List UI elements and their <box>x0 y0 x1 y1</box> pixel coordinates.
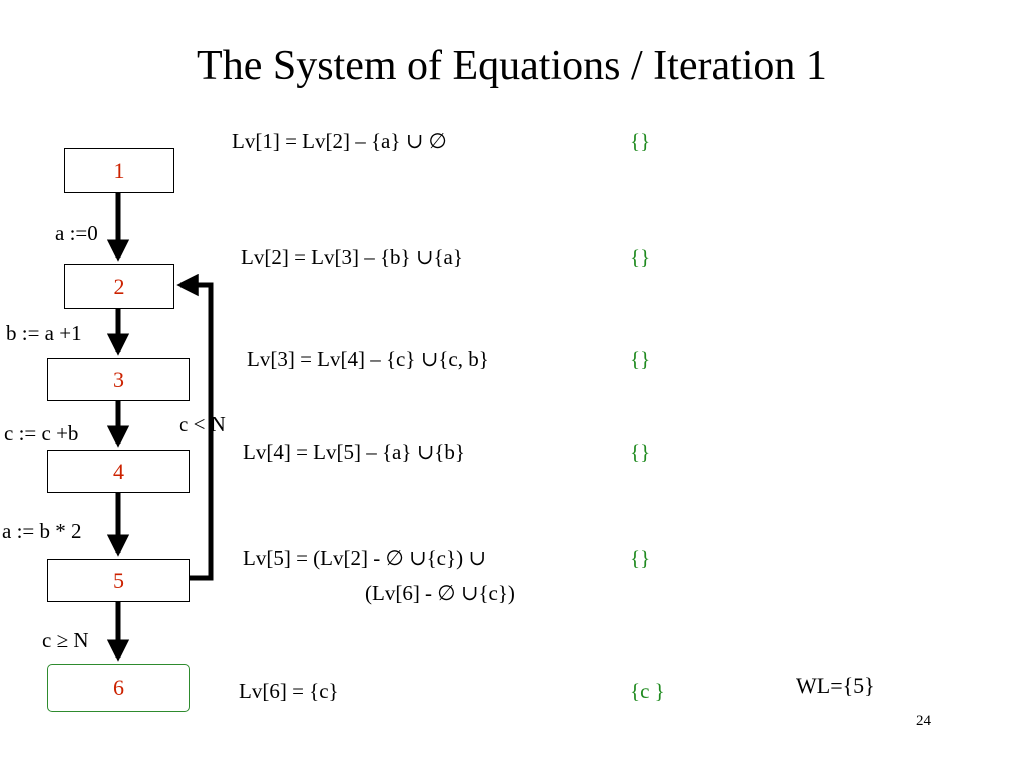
edge-back-5-2 <box>176 273 214 581</box>
flow-node-2-label: 2 <box>113 274 125 299</box>
flow-node-3-label: 3 <box>113 367 124 392</box>
edge-label-back: c < N <box>179 412 226 436</box>
equation-2-value: {} <box>630 245 651 269</box>
flow-node-5: 5 <box>47 559 190 602</box>
flow-node-1: 1 <box>64 148 174 193</box>
flow-node-6-label: 6 <box>113 675 124 700</box>
equation-4: Lv[4] = Lv[5] – {a} ∪{b} <box>243 440 465 464</box>
equation-3: Lv[3] = Lv[4] – {c} ∪{c, b} <box>247 347 489 371</box>
flow-node-4: 4 <box>47 450 190 493</box>
equation-1-value: {} <box>630 129 651 153</box>
edge-label-2-3: b := a +1 <box>6 321 82 345</box>
edge-label-3-4: c := c +b <box>4 421 79 445</box>
flow-node-3: 3 <box>47 358 190 401</box>
equation-5: Lv[5] = (Lv[2] - ∅ ∪{c}) ∪ <box>243 546 486 570</box>
page-number: 24 <box>916 713 931 729</box>
flow-node-5-label: 5 <box>113 568 124 593</box>
equation-6: Lv[6] = {c} <box>239 679 339 703</box>
flow-node-1-label: 1 <box>113 158 125 183</box>
equation-3-value: {} <box>630 347 651 371</box>
equation-6-value: {c } <box>630 679 665 703</box>
slide-title: The System of Equations / Iteration 1 <box>197 43 827 89</box>
flow-node-4-label: 4 <box>113 459 124 484</box>
equation-2: Lv[2] = Lv[3] – {b} ∪{a} <box>241 245 463 269</box>
worklist-label: WL={5} <box>796 673 875 698</box>
equation-4-value: {} <box>630 440 651 464</box>
equation-1: Lv[1] = Lv[2] – {a} ∪ ∅ <box>232 129 447 153</box>
flow-node-6: 6 <box>47 664 190 712</box>
edge-label-5-6: c ≥ N <box>42 628 89 652</box>
edge-label-1-2: a :=0 <box>55 221 98 245</box>
equation-5-value: {} <box>630 546 651 570</box>
equation-5-continued: (Lv[6] - ∅ ∪{c}) <box>365 581 515 605</box>
flow-node-2: 2 <box>64 264 174 309</box>
edge-label-4-5: a := b * 2 <box>2 519 82 543</box>
